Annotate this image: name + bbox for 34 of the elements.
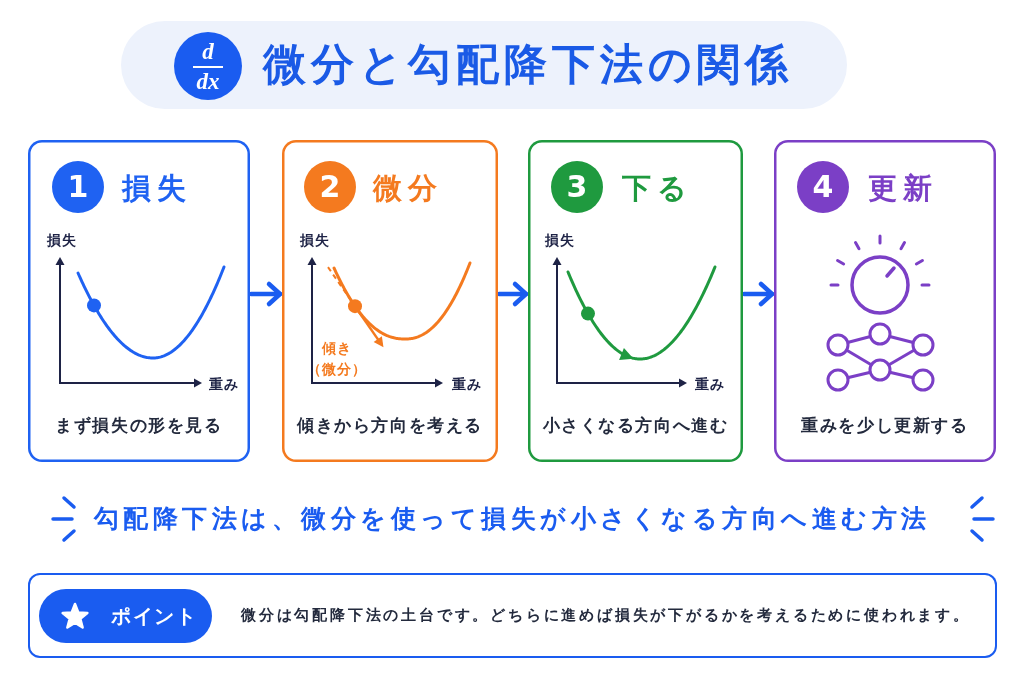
card-heading: 更新 <box>868 170 938 206</box>
step-card <box>528 140 743 462</box>
step-card <box>282 140 498 462</box>
axis-label: 重み <box>209 375 239 393</box>
step-card <box>774 140 996 462</box>
step-card <box>28 140 250 462</box>
point-pill <box>39 589 212 643</box>
arrow <box>741 281 775 307</box>
card-caption: 重みを少し更新する <box>801 413 969 437</box>
axis-label: 損失 <box>300 231 330 249</box>
summary-text: 勾配降下法は、微分を使って損失が小さくなる方向へ進む方法 <box>93 504 931 534</box>
fraction-numerator: d <box>202 39 214 63</box>
axis-label: 損失 <box>545 231 575 249</box>
axis-label: 損失 <box>47 231 77 249</box>
arrow <box>496 281 529 307</box>
axis-label: 重み <box>695 375 725 393</box>
card-caption: 小さくなる方向へ進む <box>542 413 729 437</box>
card-caption: まず損失の形を見る <box>55 413 223 437</box>
step-number-badge: 3 <box>551 161 603 213</box>
card-caption: 傾きから方向を考える <box>297 413 483 437</box>
arrow <box>248 281 283 307</box>
card-heading: 微分 <box>373 170 443 206</box>
step-number-badge: 1 <box>52 161 104 213</box>
step-number-badge: 4 <box>797 161 849 213</box>
annotation-label: 傾き（微分） <box>306 339 368 379</box>
pill-label: ポイント <box>111 604 197 628</box>
point-text: 微分は勾配降下法の土台です。どちらに進めば損失が下がるかを考えるために使われます。 <box>241 605 971 626</box>
card-heading: 下る <box>622 170 693 206</box>
card-heading: 損失 <box>122 170 192 206</box>
point-panel <box>28 573 997 658</box>
title: 微分と勾配降下法の関係 <box>263 39 793 91</box>
axis-label: 重み <box>452 375 482 393</box>
fraction-denominator: dx <box>196 69 220 93</box>
step-number-badge: 2 <box>304 161 356 213</box>
